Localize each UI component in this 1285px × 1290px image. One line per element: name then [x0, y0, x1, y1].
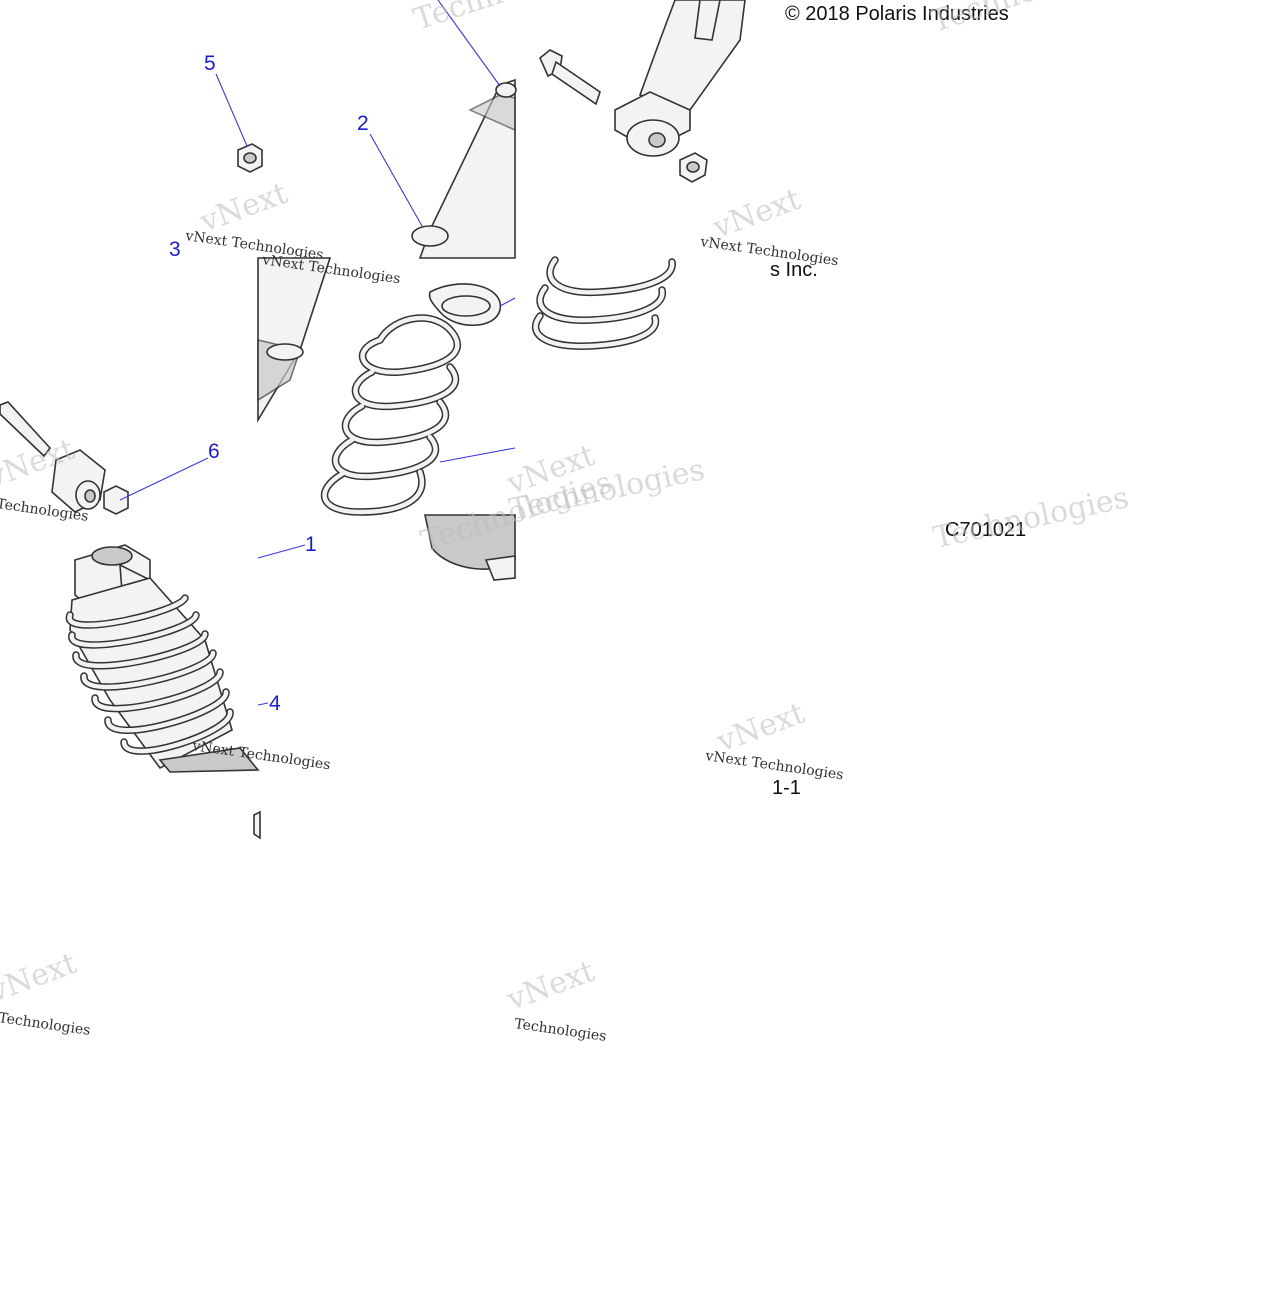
coil-spring — [320, 314, 462, 516]
svg-text:1: 1 — [305, 533, 317, 556]
watermark: Technologies vNext Technologies vNext — [698, 0, 1126, 269]
svg-text:3: 3 — [169, 238, 181, 261]
svg-text:6: 6 — [208, 440, 220, 463]
callout-5: 5 — [204, 52, 248, 147]
assembled-shock — [66, 544, 260, 773]
svg-text:C701021: C701021 — [945, 519, 1026, 541]
callout-4: 4 — [257, 692, 281, 715]
svg-text:1-1: 1-1 — [772, 777, 801, 799]
svg-text:Technologies: Technologies — [513, 1016, 607, 1045]
callout-3: 3 — [169, 238, 181, 261]
svg-text:vNext: vNext — [712, 696, 809, 760]
spring-retainer — [428, 283, 501, 327]
copyright-fragment: s Inc. — [770, 259, 818, 281]
page-label: vNext Technologies vNext 1-1 — [703, 696, 844, 799]
lower-bolt — [0, 401, 52, 458]
watermark: vNext Technologies vNext — [183, 176, 324, 263]
svg-text:5: 5 — [204, 52, 216, 75]
drawing-code: C701021 Technologies — [930, 480, 1131, 556]
shock-shaft — [257, 257, 332, 423]
svg-text:2: 2 — [357, 112, 369, 135]
svg-text:© 2018 Polaris Industries: © 2018 Polaris Industries — [785, 3, 1009, 25]
shock-top-mount — [614, 0, 746, 157]
svg-text:vNext: vNext — [708, 182, 805, 246]
callout-6: 6 — [119, 440, 220, 501]
watermark: vNext Technologies vNext Technologies — [0, 946, 607, 1045]
mount-bolt — [539, 49, 601, 106]
nut-part-6 — [103, 485, 129, 515]
svg-text:vNext: vNext — [195, 176, 292, 240]
svg-text:vNext: vNext — [502, 954, 599, 1018]
svg-text:Technologies: Technologies — [410, 0, 610, 38]
svg-text:Technologies: Technologies — [930, 480, 1131, 556]
svg-text:4: 4 — [269, 692, 281, 715]
lower-fragment — [253, 810, 261, 840]
mount-bushing — [679, 152, 708, 183]
watermark: Technologies — [410, 0, 610, 38]
svg-text:vNext: vNext — [0, 946, 81, 1010]
nut-part-5 — [237, 143, 263, 173]
copyright-label: © 2018 Polaris Industries — [785, 3, 1009, 25]
callout-1: 1 — [257, 533, 317, 559]
lower-bushing — [51, 449, 106, 513]
callout-2: 2 — [357, 112, 423, 227]
shock-upper-body — [411, 78, 517, 259]
svg-text:Technologies: Technologies — [927, 0, 1127, 40]
svg-text:Technologies: Technologies — [0, 1010, 91, 1039]
svg-text:s Inc.: s Inc. — [770, 259, 818, 281]
coil-spring-fragment — [531, 256, 676, 350]
